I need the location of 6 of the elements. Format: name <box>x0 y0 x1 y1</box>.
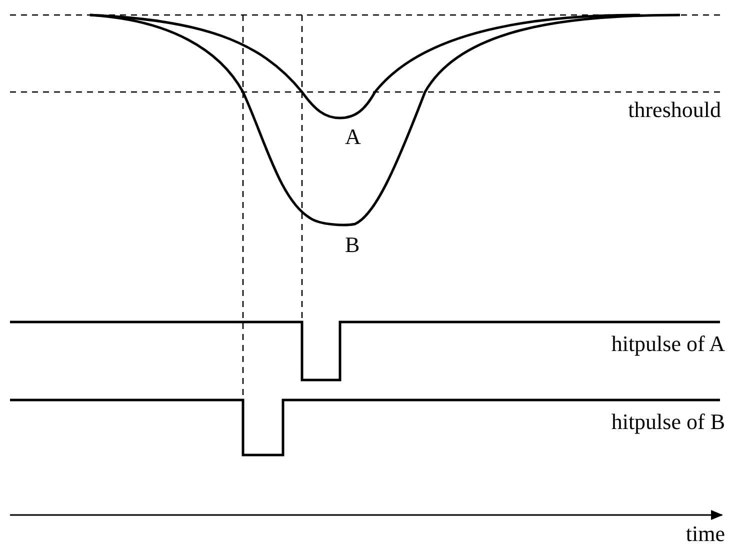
threshold-label: threshould <box>628 98 721 122</box>
curve-label: B <box>345 233 360 257</box>
axis-label: time <box>686 522 725 546</box>
signal-label: hitpulse of A <box>611 332 725 356</box>
curve-label: A <box>345 125 361 149</box>
signal-label: hitpulse of B <box>611 410 725 434</box>
